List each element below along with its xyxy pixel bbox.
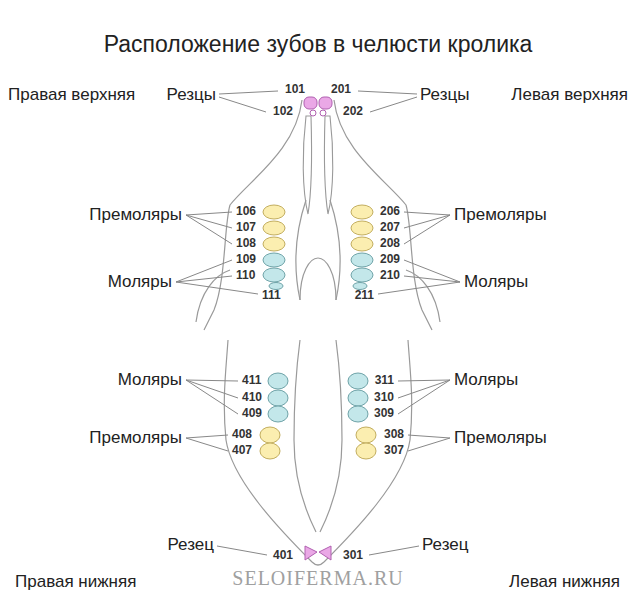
tooth-number: 109 [236,253,256,266]
tooth-number: 301 [343,549,363,562]
jaw-side-label: Левая нижняя [509,573,620,592]
tooth-number: 110 [236,269,255,282]
group-label: Премоляры [89,429,182,448]
tooth-number: 411 [242,374,261,387]
group-label: Моляры [454,371,518,390]
tooth-number: 202 [343,105,363,118]
group-label: Резец [422,536,468,555]
group-label: Моляры [108,273,172,292]
group-label: Премоляры [454,429,547,448]
tooth-number: 101 [285,83,305,96]
tooth-number: 111 [262,289,281,302]
jaw-side-label: Левая верхняя [511,86,628,105]
tooth-number: 206 [380,205,400,218]
tooth-number: 208 [380,237,400,250]
jaw-side-label: Правая нижняя [15,573,136,592]
tooth-number: 311 [375,374,394,387]
tooth-number: 410 [242,391,262,404]
tooth-number: 309 [374,407,394,420]
tooth-number: 102 [273,105,293,118]
group-label: Моляры [118,371,182,390]
tooth-number: 407 [232,444,252,457]
skull-right-half [319,91,460,562]
tooth-number: 408 [232,428,252,441]
diagram-title: Расположение зубов в челюсти кролика [104,32,533,57]
tooth-number: 409 [242,407,262,420]
tooth-number: 209 [380,253,400,266]
group-label: Премоляры [89,206,182,225]
tooth-number: 201 [331,83,351,96]
group-label: Моляры [464,273,528,292]
tooth-number: 307 [384,444,404,457]
mandible-tip [312,562,324,565]
watermark: SELOIFERMA.RU [232,567,403,589]
tooth-number: 106 [236,205,256,218]
tooth-number: 310 [374,391,394,404]
tooth-number: 211 [355,289,374,302]
skull-left-half [176,91,317,562]
group-label: Резцы [420,86,469,105]
palatal-notch [300,258,336,300]
group-label: Резцы [167,86,216,105]
tooth-number: 108 [236,237,256,250]
jaw-side-label: Правая верхняя [8,86,135,105]
group-label: Премоляры [454,206,547,225]
group-label: Резец [168,536,214,555]
tooth-number: 207 [380,221,400,234]
tooth-number: 210 [380,269,400,282]
tooth-number: 401 [273,549,293,562]
tooth-number: 308 [384,428,404,441]
tooth-number: 107 [236,221,256,234]
